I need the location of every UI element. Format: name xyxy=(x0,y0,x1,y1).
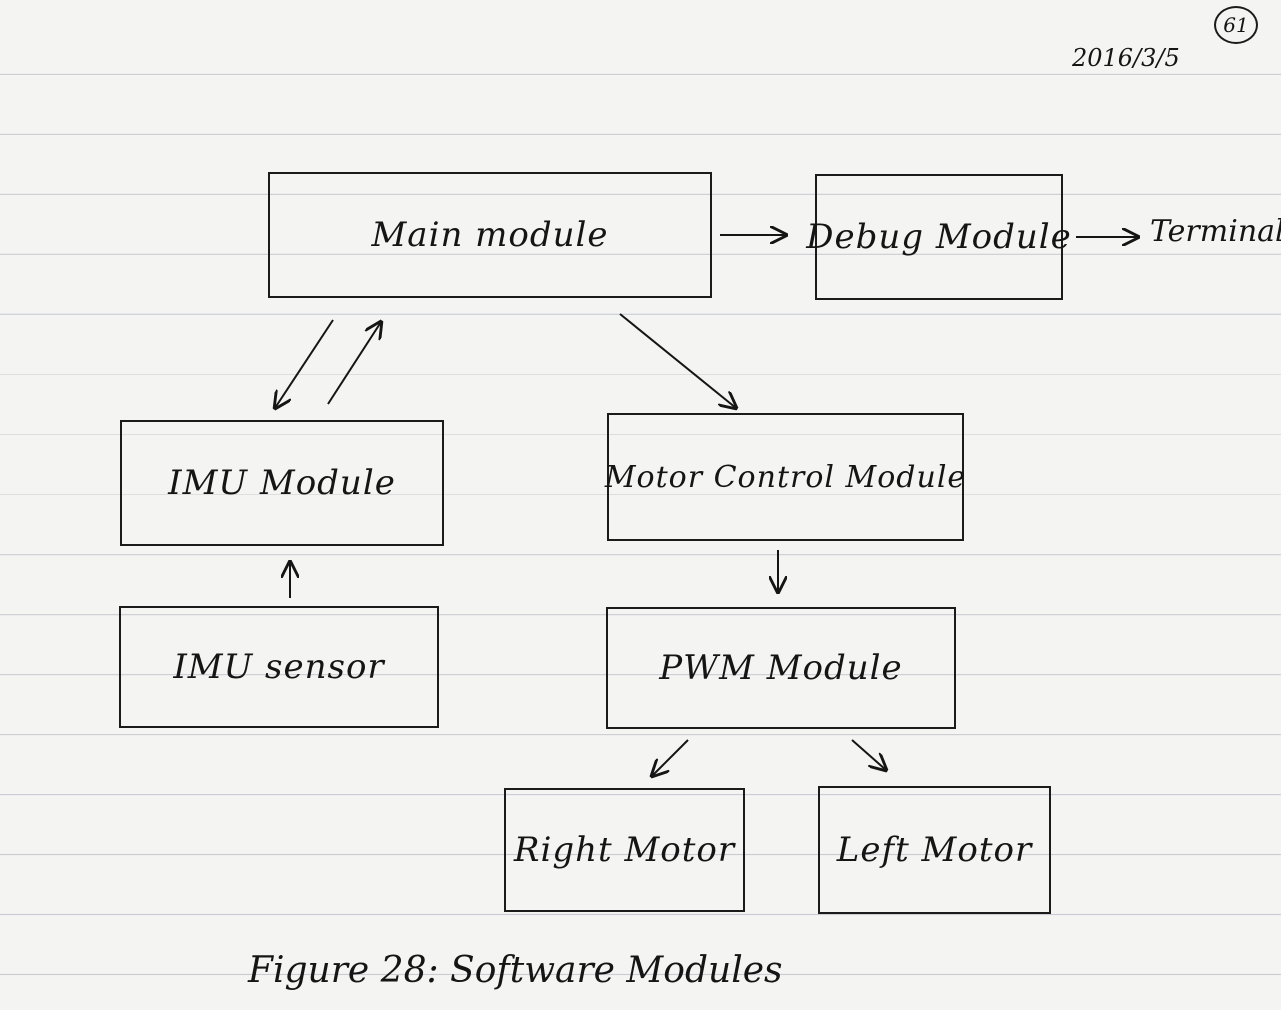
arrow-imu-module-to-main xyxy=(327,322,381,405)
arrow-pwm-to-right-motor xyxy=(652,739,689,776)
arrow-main-to-imu-module xyxy=(275,319,334,408)
pwm-module-label: PWM Module xyxy=(659,648,903,688)
debug-module-box: Debug Module xyxy=(806,174,1071,300)
imu-module-label: IMU Module xyxy=(168,463,396,503)
arrow-main-to-motor-control xyxy=(619,313,736,408)
main-module-box: Main module xyxy=(268,172,712,298)
arrow-pwm-to-left-motor xyxy=(851,739,886,770)
imu-sensor-label: IMU sensor xyxy=(173,647,385,687)
right-motor-box: Right Motor xyxy=(504,788,745,912)
figure-caption: Figure 28: Software Modules xyxy=(248,950,783,991)
imu-sensor-box: IMU sensor xyxy=(119,606,439,728)
motor-control-module-label: Motor Control Module xyxy=(604,459,967,495)
main-module-label: Main module xyxy=(371,215,609,255)
left-motor-box: Left Motor xyxy=(818,786,1051,914)
page-number: 61 xyxy=(1214,6,1258,44)
pwm-module-box: PWM Module xyxy=(606,607,956,729)
page-date: 2016/3/5 xyxy=(1072,44,1180,72)
motor-control-module-box: Motor Control Module xyxy=(604,413,967,541)
terminal-label: Terminal xyxy=(1150,214,1281,249)
debug-module-label: Debug Module xyxy=(806,217,1072,257)
imu-module-box: IMU Module xyxy=(120,420,444,546)
left-motor-label: Left Motor xyxy=(836,830,1033,870)
right-motor-label: Right Motor xyxy=(513,830,736,870)
